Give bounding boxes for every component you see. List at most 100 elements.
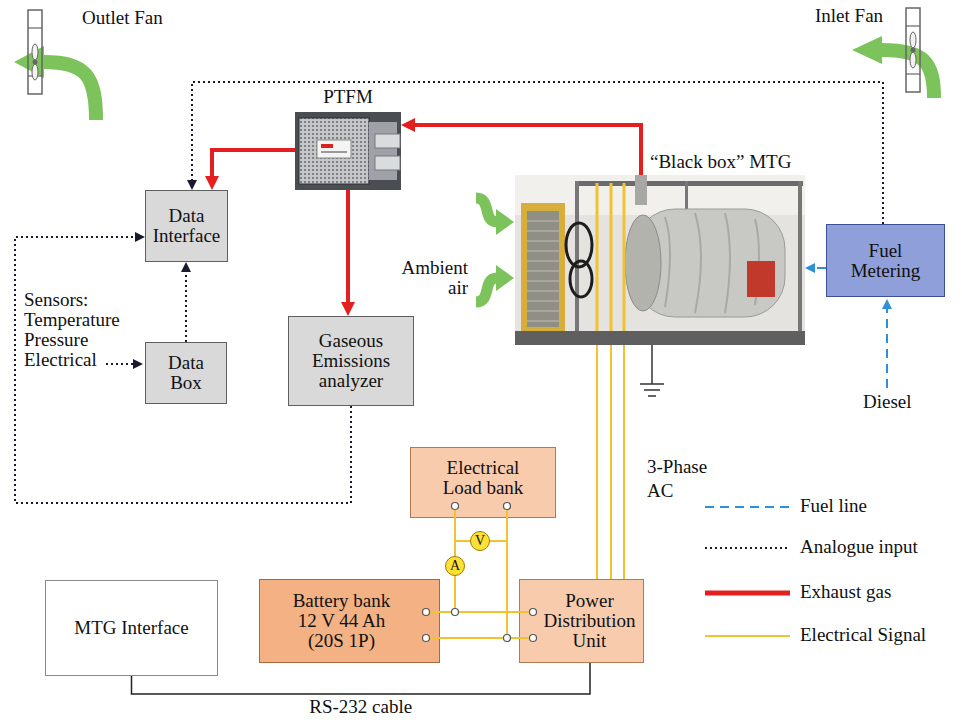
- legend-sample: [705, 593, 790, 594]
- ground-symbol: [640, 383, 664, 385]
- ptfm-photo: [295, 112, 401, 190]
- terminal-wire: [519, 611, 529, 613]
- free-label: Ambient air: [388, 258, 468, 298]
- label-box: Diesel: [863, 392, 912, 412]
- connector: [346, 190, 350, 302]
- legend-label: Electrical Signal: [800, 625, 926, 645]
- connector: [596, 345, 598, 579]
- airflow-arrow: [496, 265, 514, 291]
- edge-label: RS-232 cable: [306, 697, 415, 717]
- terminal-wire: [454, 510, 456, 518]
- fan-frame: [28, 27, 42, 28]
- junction-dot: [504, 635, 511, 642]
- legend-label: Fuel line: [800, 496, 867, 516]
- engine-photo: “Black box” MTG: [515, 175, 805, 345]
- legend-entry: Analogue input: [800, 537, 918, 557]
- voltmeter-wire: [490, 540, 507, 542]
- fan-blade: [910, 32, 916, 48]
- connector: [815, 267, 826, 269]
- fan-frame: [906, 8, 920, 92]
- terminal: [504, 503, 511, 519]
- fan-blade: [32, 64, 38, 80]
- edge-label-box: RS-232 cable: [306, 697, 415, 717]
- instrument-photo: PTFM: [295, 112, 401, 190]
- legend-entry: Exhaust gas: [800, 582, 891, 602]
- box-label: Battery bank 12 V 44 Ah (20S 1P): [284, 591, 399, 651]
- mtg-photo: [597, 183, 624, 345]
- terminal: [423, 635, 441, 642]
- legend-line: [705, 547, 790, 549]
- voltmeter-symbol: V: [470, 531, 490, 551]
- airflow-arrow: [14, 46, 44, 78]
- terminal: [452, 503, 459, 510]
- mtg-photo: [575, 181, 579, 331]
- connector: [185, 272, 187, 342]
- legend-label: Analogue input: [800, 537, 918, 557]
- mtg-photo: [798, 181, 802, 331]
- mtg-photo: [570, 261, 592, 297]
- fan-blade: [32, 44, 38, 60]
- mtg-photo: [635, 175, 647, 205]
- connector: [507, 518, 519, 638]
- connector: [623, 345, 625, 579]
- connector: [415, 125, 641, 175]
- terminal-wire: [430, 611, 440, 613]
- sensor-arrow: [106, 363, 133, 365]
- airflow-arrow: [496, 209, 514, 235]
- label-box: Sensors: Temperature Pressure Electrical: [24, 290, 136, 370]
- fan-hub: [911, 48, 916, 53]
- ground-symbol: [648, 395, 656, 397]
- terminal: [504, 503, 511, 510]
- airflow-arrow: [852, 36, 882, 64]
- box-label: V: [475, 534, 485, 549]
- legend-line: [705, 591, 790, 596]
- battery-box: Battery bank 12 V 44 Ah (20S 1P): [259, 579, 440, 663]
- mtg-photo: [515, 175, 805, 345]
- ptfm-photo: [375, 156, 400, 170]
- terminal: [423, 609, 441, 616]
- terminal: [519, 635, 537, 642]
- ground-symbol: [640, 345, 664, 396]
- mtg-photo: [527, 211, 559, 327]
- connector: [610, 345, 612, 579]
- mtg-photo: [747, 261, 775, 297]
- free-label: Outlet Fan: [82, 8, 163, 28]
- terminal-wire: [506, 510, 508, 518]
- connector: [212, 150, 295, 176]
- fan-frame: [906, 73, 920, 74]
- box-label: Data Box: [161, 353, 211, 393]
- process-box: Fuel Metering: [826, 224, 945, 297]
- airflow-arrow: [44, 62, 96, 120]
- free-label: Inlet Fan: [815, 6, 883, 26]
- ptfm-photo: [317, 140, 351, 158]
- legend-entry: Electrical Signal: [800, 625, 926, 645]
- mtg-photo: [521, 203, 565, 335]
- terminal: [423, 609, 430, 616]
- distribution-box: Power Distribution Unit: [519, 579, 644, 663]
- photo-caption: PTFM: [295, 87, 401, 107]
- legend-entry: Fuel line: [800, 496, 867, 516]
- legend-sample: [705, 507, 790, 508]
- fan-frame: [906, 25, 920, 26]
- airflow-arrow: [476, 198, 497, 222]
- mtg-photo: [575, 181, 803, 186]
- box-label: A: [450, 559, 460, 574]
- box-label: Gaseous Emissions analyzer: [296, 331, 406, 391]
- ground-symbol: [644, 389, 660, 391]
- legend-line: [705, 506, 790, 508]
- legend-sample: [705, 636, 790, 637]
- voltmeter-wire: [455, 540, 470, 542]
- ptfm-photo: [375, 134, 400, 148]
- junction-dot: [452, 609, 459, 616]
- airflow-arrow: [882, 50, 934, 98]
- airflow-arrow: [476, 278, 497, 302]
- ptfm-photo: [321, 144, 333, 148]
- fan-blade: [910, 52, 916, 68]
- connector: [455, 576, 519, 612]
- free-label: Diesel: [863, 392, 912, 412]
- fan-frame: [28, 10, 42, 94]
- box-label: Electrical Load bank: [436, 458, 531, 498]
- free-label: Sensors: Temperature Pressure Electrical: [24, 290, 136, 370]
